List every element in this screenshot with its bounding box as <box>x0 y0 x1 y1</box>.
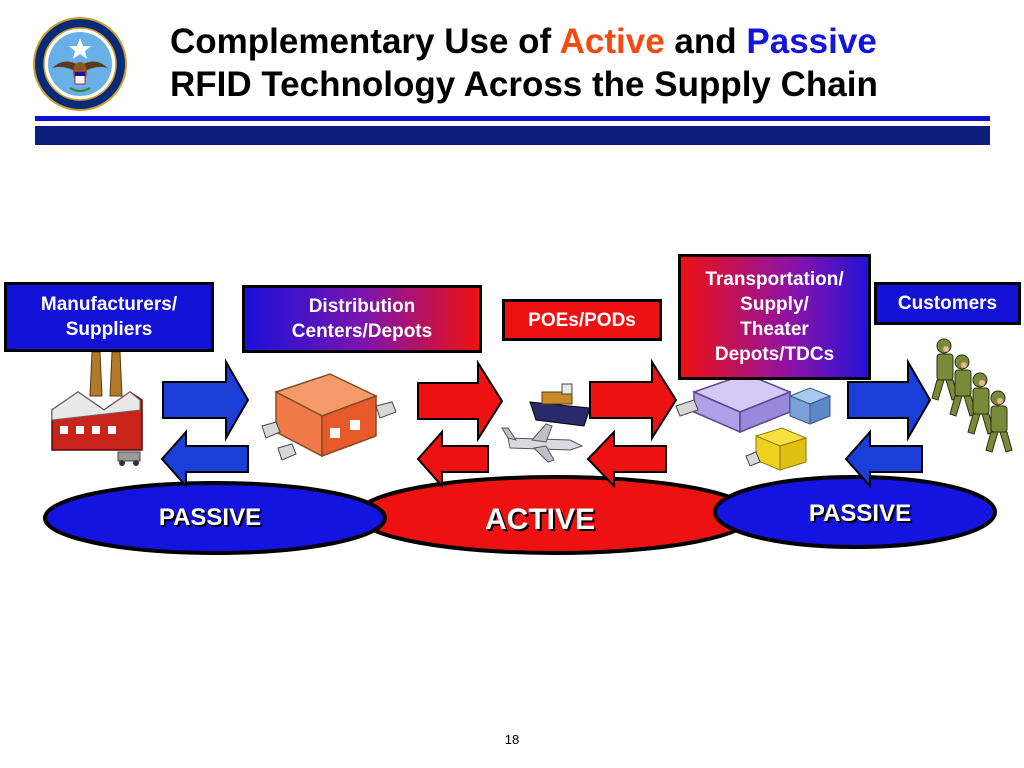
soldiers-icon <box>931 338 1013 453</box>
active-center-label: ACTIVE <box>484 503 595 536</box>
title-active-word: Active <box>559 22 665 61</box>
stage-box-transportation: Transportation/ Supply/ Theater Depots/T… <box>678 254 871 380</box>
forward-arrow-2 <box>417 359 504 443</box>
stage-label-line: Customers <box>897 293 998 314</box>
forward-arrow-1 <box>162 358 250 442</box>
title-passive-word: Passive <box>746 22 877 61</box>
forward-arrow-4 <box>847 358 932 442</box>
passive-right-zone-ellipse <box>713 475 997 549</box>
stage-label-line: Depots/TDCs <box>714 344 835 365</box>
warehouse-icon <box>261 373 397 461</box>
forward-arrow-3 <box>589 358 678 442</box>
passive-left-zone-ellipse <box>43 481 387 555</box>
stage-label-line: POEs/PODs <box>528 309 636 331</box>
passive-right-label: PASSIVE <box>808 500 912 527</box>
title-text-and: and <box>664 22 747 61</box>
stage-box-manufacturers: Manufacturers/ Suppliers <box>4 282 214 352</box>
page-number: 18 <box>504 732 520 747</box>
ship-and-plane-icon <box>501 383 591 463</box>
slide-title: Complementary Use of Active and Passive … <box>170 20 1000 106</box>
factory-icon <box>51 351 143 466</box>
stage-label-line: Supply/ <box>740 294 809 315</box>
stage-label-line: Centers/Depots <box>291 321 433 342</box>
department-of-defense-seal-icon <box>33 17 127 111</box>
return-arrow-3 <box>586 429 667 489</box>
passive-left-label: PASSIVE <box>158 504 262 531</box>
stage-box-customers: Customers <box>874 282 1021 325</box>
stage-box-poes: POEs/PODs <box>502 299 662 341</box>
stage-label-line: Transportation/ <box>705 269 844 290</box>
title-line-2: RFID Technology Across the Supply Chain <box>170 65 878 104</box>
stage-box-distribution: Distribution Centers/Depots <box>242 285 482 353</box>
stage-label-line: Manufacturers/ <box>40 294 178 315</box>
theater-depot-icon <box>675 363 832 471</box>
header-rule-thick <box>35 126 990 145</box>
return-arrow-2 <box>416 429 489 489</box>
return-arrow-4 <box>844 429 923 489</box>
stage-label-line: Distribution <box>308 296 416 317</box>
stage-label-line: Suppliers <box>65 319 153 340</box>
header-rule-thin <box>35 116 990 121</box>
stage-label-line: Theater <box>740 319 809 340</box>
return-arrow-1 <box>160 429 249 489</box>
title-text-part1: Complementary Use of <box>170 22 560 61</box>
